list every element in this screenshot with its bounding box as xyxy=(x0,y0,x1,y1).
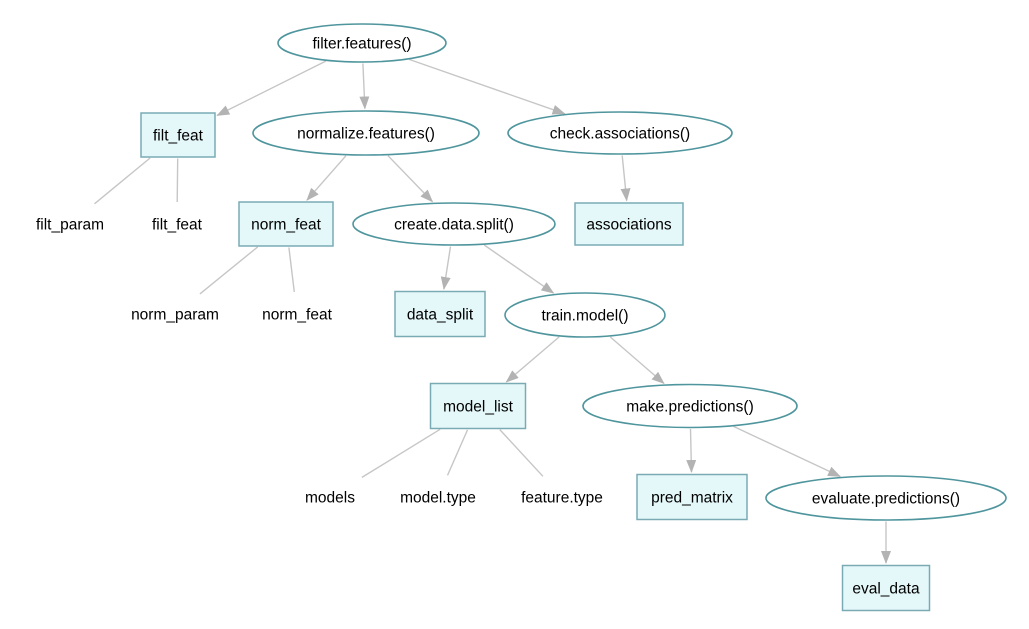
node-layer: filter.features() filt_feat normalize.feat… xyxy=(36,23,1007,612)
edge-check_associations-to-associations_box xyxy=(620,155,631,202)
edge-create_data_split-to-train_model xyxy=(483,244,555,294)
data-node-shape xyxy=(636,473,748,521)
node-feature_type: feature.type xyxy=(521,490,603,507)
node-norm_feat_label: norm_feat xyxy=(262,307,332,324)
node-label-model_list_box: model_list xyxy=(443,399,513,416)
edge-model_list_box-to-model_type xyxy=(446,429,469,476)
edge-train_model-to-model_list_box xyxy=(505,336,560,383)
node-label-norm_feat_label: norm_feat xyxy=(262,307,332,324)
function-node-shape xyxy=(252,110,480,156)
function-node-shape xyxy=(277,23,447,63)
node-label-feature_type: feature.type xyxy=(521,490,603,507)
edge-model_list_box-to-models xyxy=(361,428,441,478)
node-label-create_data_split: create.data.split() xyxy=(394,217,514,234)
data-node-shape xyxy=(238,201,334,247)
node-label-eval_data_box: eval_data xyxy=(852,581,920,598)
node-evaluate_predictions: evaluate.predictions() xyxy=(765,475,1007,521)
node-label-data_split_box: data_split xyxy=(407,307,474,324)
node-eval_data_box: eval_data xyxy=(841,564,931,612)
node-check_associations: check.associations() xyxy=(507,111,733,155)
node-label-normalize_features: normalize.features() xyxy=(297,126,435,143)
node-label-evaluate_predictions: evaluate.predictions() xyxy=(812,491,960,508)
edge-create_data_split-to-data_split_box xyxy=(440,246,452,290)
edge-norm_feat_box-to-norm_feat_label xyxy=(288,247,295,293)
edge-model_list_box-to-feature_type xyxy=(499,429,544,477)
node-label-pred_matrix_box: pred_matrix xyxy=(651,490,733,507)
node-label-filter_features: filter.features() xyxy=(312,36,411,53)
node-norm_feat_box: norm_feat xyxy=(238,201,334,247)
node-label-associations_box: associations xyxy=(586,217,672,234)
function-node-shape xyxy=(504,292,666,338)
edge-filt_feat_box-to-filt_param xyxy=(94,157,151,205)
node-label-filt_param: filt_param xyxy=(36,217,104,234)
node-label-make_predictions: make.predictions() xyxy=(626,399,754,416)
node-label-train_model: train.model() xyxy=(542,308,629,325)
edge-normalize_features-to-norm_feat_box xyxy=(306,155,347,201)
node-create_data_split: create.data.split() xyxy=(352,202,556,246)
node-models: models xyxy=(305,490,355,507)
node-label-norm_feat_box: norm_feat xyxy=(251,217,321,234)
edge-layer xyxy=(94,58,891,564)
edge-filter_features-to-normalize_features xyxy=(359,63,370,110)
node-pred_matrix_box: pred_matrix xyxy=(636,473,748,521)
data-node-shape xyxy=(841,564,931,612)
node-filt_param: filt_param xyxy=(36,217,104,234)
data-node-shape xyxy=(394,290,486,338)
edge-filt_feat_box-to-filt_feat_label xyxy=(176,158,179,203)
node-model_list_box: model_list xyxy=(429,382,527,430)
edge-make_predictions-to-evaluate_predictions xyxy=(733,425,842,478)
edge-normalize_features-to-create_data_split xyxy=(387,155,434,203)
function-node-shape xyxy=(765,475,1007,521)
edge-filter_features-to-check_associations xyxy=(408,58,566,115)
node-label-model_type: model.type xyxy=(400,490,476,507)
edge-filter_features-to-filt_feat_box xyxy=(216,60,327,117)
node-filter_features: filter.features() xyxy=(277,23,447,63)
node-label-filt_feat_box: filt_feat xyxy=(153,128,204,145)
node-label-norm_param: norm_param xyxy=(131,307,219,324)
node-model_type: model.type xyxy=(400,490,476,507)
node-label-check_associations: check.associations() xyxy=(550,126,690,143)
data-node-shape xyxy=(429,382,527,430)
node-data_split_box: data_split xyxy=(394,290,486,338)
node-associations_box: associations xyxy=(574,202,684,246)
function-node-shape xyxy=(352,202,556,246)
node-normalize_features: normalize.features() xyxy=(252,110,480,156)
data-node-shape xyxy=(140,112,216,158)
edge-norm_feat_box-to-norm_param xyxy=(199,246,259,295)
data-node-shape xyxy=(574,202,684,246)
node-filt_feat_label: filt_feat xyxy=(152,217,203,234)
function-node-shape xyxy=(582,383,798,429)
node-label-filt_feat_label: filt_feat xyxy=(152,217,203,234)
edge-train_model-to-make_predictions xyxy=(609,336,665,385)
function-node-shape xyxy=(507,111,733,155)
node-train_model: train.model() xyxy=(504,292,666,338)
node-filt_feat_box: filt_feat xyxy=(140,112,216,158)
node-make_predictions: make.predictions() xyxy=(582,383,798,429)
node-label-models: models xyxy=(305,490,355,507)
edge-make_predictions-to-pred_matrix_box xyxy=(686,428,697,473)
node-norm_param: norm_param xyxy=(131,307,219,324)
